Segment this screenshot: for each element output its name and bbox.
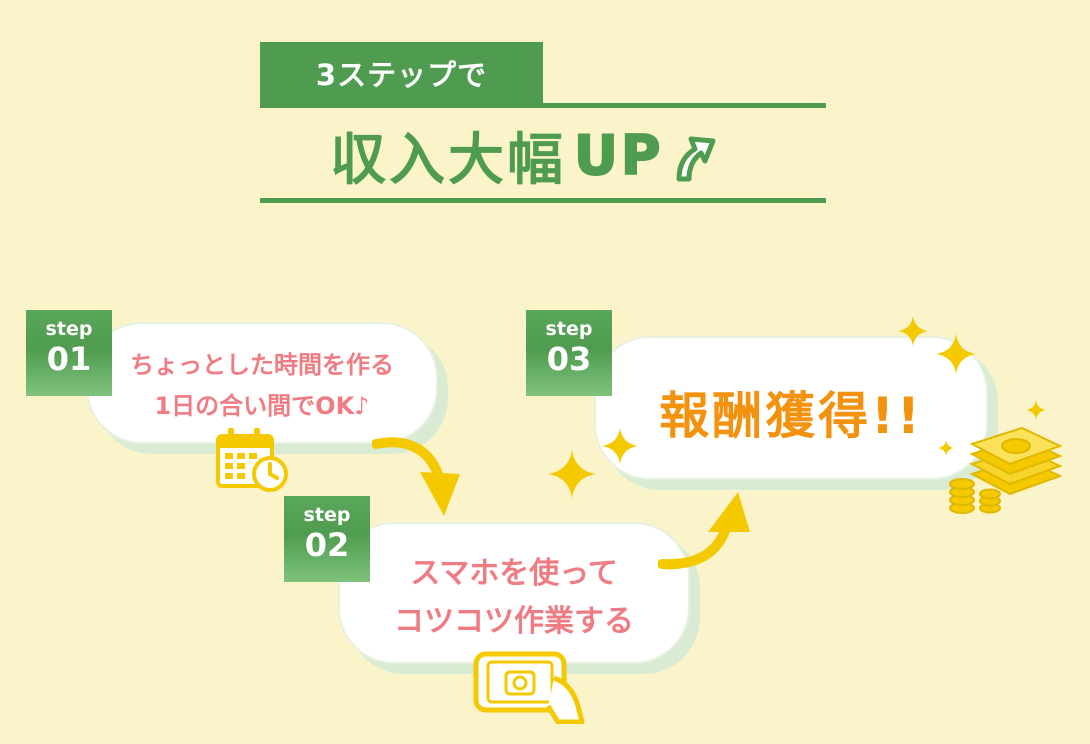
step-badge-02: step 02 xyxy=(284,496,370,582)
sparkle-icon xyxy=(898,316,928,346)
step-01-text: ちょっとした時間を作る 1日の合い間でOK♪ xyxy=(100,348,424,424)
step-badge-01-word: step xyxy=(45,318,93,340)
money-stack-icon xyxy=(949,426,1062,514)
up-arrow-icon xyxy=(676,136,716,182)
header-rule-top xyxy=(260,103,826,108)
headline-up: UP xyxy=(573,123,664,188)
step-02-line1: スマホを使って xyxy=(410,556,618,591)
step-badge-02-number: 02 xyxy=(304,526,350,564)
header-tab: 3ステップで xyxy=(260,42,543,104)
step-badge-03: step 03 xyxy=(526,310,612,396)
step-badge-01: step 01 xyxy=(26,310,112,396)
step-03-text: 報酬獲得!! xyxy=(659,387,923,445)
step-badge-03-number: 03 xyxy=(546,340,592,378)
sparkle-icon xyxy=(938,440,954,456)
step-card-01 xyxy=(86,322,438,444)
header-rule-bottom xyxy=(260,198,826,203)
sparkle-icon xyxy=(1026,400,1046,420)
step-badge-03-word: step xyxy=(545,318,593,340)
step-card-03 xyxy=(594,336,988,480)
step-card-02 xyxy=(338,522,690,664)
step-02-text: スマホを使って コツコツ作業する xyxy=(352,552,676,643)
step-02-line2: コツコツ作業する xyxy=(394,603,634,639)
step-01-line1: ちょっとした時間を作る xyxy=(130,351,394,379)
page-title: 収入大幅 UP xyxy=(330,116,790,194)
sparkle-icon xyxy=(936,334,976,374)
step-badge-01-number: 01 xyxy=(46,340,92,378)
step-2-to-3-arrow xyxy=(658,492,750,570)
step-01-line2: 1日の合い間でOK♪ xyxy=(154,391,370,420)
headline-text: 収入大幅 xyxy=(330,127,566,193)
header-tab-label: 3ステップで xyxy=(315,58,488,92)
step-badge-02-word: step xyxy=(303,504,351,526)
sparkle-icon xyxy=(602,428,638,464)
calendar-clock-icon xyxy=(216,428,288,492)
sparkle-icon xyxy=(548,450,596,498)
step-1-to-2-arrow xyxy=(372,437,460,516)
smartphone-camera-icon xyxy=(473,651,585,724)
